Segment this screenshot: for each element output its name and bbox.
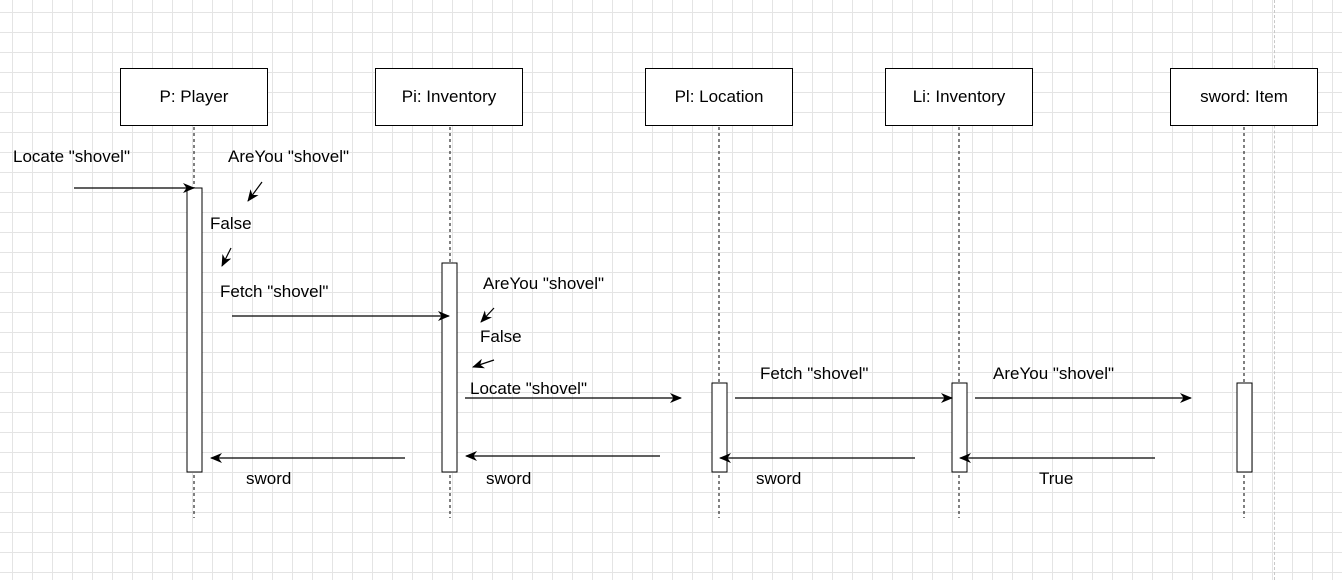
message-false-player: False xyxy=(210,214,252,233)
message-fetch-pi: Fetch "shovel" xyxy=(220,282,329,301)
participant-pi-inventory[interactable]: Pi: Inventory xyxy=(375,68,523,126)
arrow-false-pi-small xyxy=(472,358,495,369)
message-locate-player: Locate "shovel" xyxy=(13,147,130,166)
page-boundary xyxy=(1274,0,1275,580)
participant-pl-location[interactable]: Pl: Location xyxy=(645,68,793,126)
participant-sword-item[interactable]: sword: Item xyxy=(1170,68,1318,126)
participant-player[interactable]: P: Player xyxy=(120,68,268,126)
message-return-pi: sword xyxy=(486,469,532,488)
activation-bar-sword xyxy=(1236,382,1253,473)
message-return-player: sword xyxy=(246,469,292,488)
arrow-areyou-pi-small xyxy=(480,307,495,323)
participant-li-inventory[interactable]: Li: Inventory xyxy=(885,68,1033,126)
message-false-pi: False xyxy=(480,327,522,346)
message-areyou-pi: AreYou "shovel" xyxy=(483,274,605,293)
arrow-areyou-player-small xyxy=(247,181,263,202)
message-return-pl: sword xyxy=(756,469,802,488)
message-areyou-sword: AreYou "shovel" xyxy=(993,364,1115,383)
activation-bar-pi xyxy=(441,262,458,473)
activation-bar-player xyxy=(186,187,203,473)
message-fetch-li: Fetch "shovel" xyxy=(760,364,869,383)
arrow-false-player-small xyxy=(221,247,232,267)
message-return-li: True xyxy=(1039,469,1074,488)
activation-bar-li xyxy=(951,382,968,473)
activation-bar-pl xyxy=(711,382,728,473)
message-locate-pl: Locate "shovel" xyxy=(470,379,587,398)
message-areyou-player: AreYou "shovel" xyxy=(228,147,350,166)
